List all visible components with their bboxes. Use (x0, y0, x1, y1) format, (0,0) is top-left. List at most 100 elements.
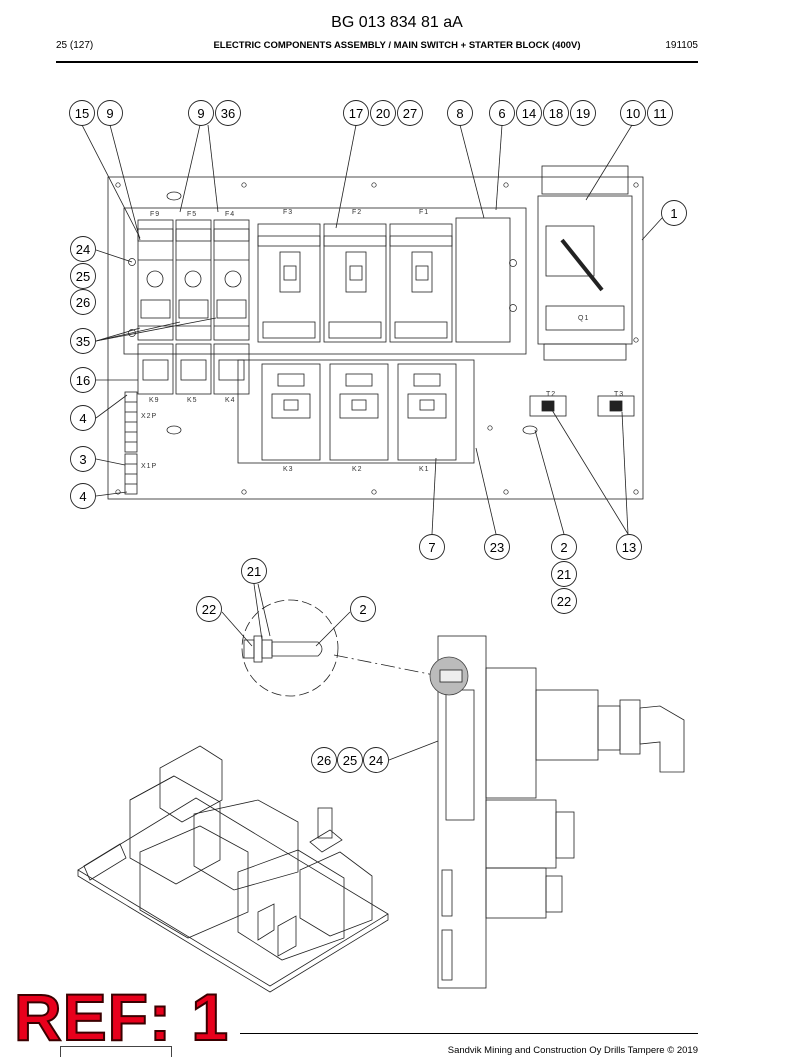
copyright-notice: Sandvik Mining and Construction Oy Drill… (447, 1045, 698, 1056)
label-t3: T3 (614, 391, 624, 398)
terminal-strip-x1p (124, 453, 138, 495)
callout-6: 6 (489, 100, 515, 126)
callout-20: 20 (370, 100, 396, 126)
callout-2: 2 (551, 534, 577, 560)
label-x1p: X1P (141, 463, 157, 470)
transformer-t3 (597, 395, 635, 417)
callout-4: 4 (70, 483, 96, 509)
breaker-f5 (175, 219, 212, 341)
breaker-f1 (389, 223, 453, 343)
isometric-view (77, 745, 389, 993)
ref-stamp: REF: 1 (13, 980, 230, 1054)
callout-16: 16 (70, 367, 96, 393)
callout-10: 10 (620, 100, 646, 126)
plate-holes (115, 182, 639, 495)
logo-fragment (60, 1046, 172, 1057)
cable-grommets (166, 191, 538, 435)
svg-text:7: 7 (428, 540, 435, 555)
label-k9: K9 (149, 397, 160, 404)
callout-24: 24 (363, 747, 389, 773)
svg-text:24: 24 (76, 242, 90, 257)
terminal-strip-x2p (124, 391, 138, 453)
relay-k5 (175, 343, 212, 395)
callout-4: 4 (70, 405, 96, 431)
callout-21: 21 (241, 558, 267, 584)
svg-text:35: 35 (76, 334, 90, 349)
label-f3: F3 (283, 209, 293, 216)
svg-text:21: 21 (557, 567, 571, 582)
svg-text:25: 25 (343, 753, 357, 768)
callout-18: 18 (543, 100, 569, 126)
callout-22: 22 (196, 596, 222, 622)
svg-text:22: 22 (202, 602, 216, 617)
svg-text:16: 16 (76, 373, 90, 388)
callout-24: 24 (70, 236, 96, 262)
svg-text:26: 26 (317, 753, 331, 768)
leader-lines (81, 124, 663, 761)
label-f2: F2 (352, 209, 362, 216)
callout-26: 26 (70, 289, 96, 315)
callout-23: 23 (484, 534, 510, 560)
svg-text:4: 4 (79, 489, 86, 504)
callout-27: 27 (397, 100, 423, 126)
label-f4: F4 (225, 211, 235, 218)
contactor-k1 (397, 363, 457, 461)
contactor-rail-plate (237, 359, 475, 464)
svg-text:24: 24 (369, 753, 383, 768)
footer-rule (240, 1033, 698, 1034)
svg-text:11: 11 (653, 106, 667, 121)
svg-text:13: 13 (622, 540, 636, 555)
label-k5: K5 (187, 397, 198, 404)
upper-sub-plate (123, 207, 527, 355)
contactor-k2 (329, 363, 389, 461)
callout-9: 9 (188, 100, 214, 126)
svg-text:14: 14 (522, 106, 536, 121)
label-k3: K3 (283, 466, 294, 473)
svg-text:2: 2 (560, 540, 567, 555)
callout-15: 15 (69, 100, 95, 126)
svg-text:8: 8 (456, 106, 463, 121)
svg-text:20: 20 (376, 106, 390, 121)
callout-36: 36 (215, 100, 241, 126)
label-f5: F5 (187, 211, 197, 218)
transformer-t2 (529, 395, 567, 417)
terminal-cover (455, 217, 511, 343)
svg-text:9: 9 (197, 106, 204, 121)
svg-text:23: 23 (490, 540, 504, 555)
svg-text:3: 3 (79, 452, 86, 467)
breaker-f4 (213, 219, 250, 341)
callout-22: 22 (551, 588, 577, 614)
callout-21: 21 (551, 561, 577, 587)
svg-text:18: 18 (549, 106, 563, 121)
callout-8: 8 (447, 100, 473, 126)
contactor-k3 (261, 363, 321, 461)
callout-25: 25 (337, 747, 363, 773)
svg-text:26: 26 (76, 295, 90, 310)
label-k1: K1 (419, 466, 430, 473)
callout-17: 17 (343, 100, 369, 126)
svg-text:10: 10 (626, 106, 640, 121)
breaker-f3 (257, 223, 321, 343)
svg-text:22: 22 (557, 594, 571, 609)
svg-text:36: 36 (221, 106, 235, 121)
callout-25: 25 (70, 263, 96, 289)
detail-view (241, 599, 435, 697)
callout-9: 9 (97, 100, 123, 126)
svg-text:15: 15 (75, 106, 89, 121)
svg-text:6: 6 (498, 106, 505, 121)
svg-text:9: 9 (106, 106, 113, 121)
svg-text:25: 25 (76, 269, 90, 284)
label-q1: Q1 (578, 315, 589, 322)
side-view (429, 635, 685, 989)
main-switch-q1 (537, 165, 633, 361)
callout-3: 3 (70, 446, 96, 472)
page-number: 25 (127) (56, 40, 94, 51)
page-title: ELECTRIC COMPONENTS ASSEMBLY / MAIN SWIT… (213, 40, 581, 51)
svg-text:17: 17 (349, 106, 363, 121)
callout-35: 35 (70, 328, 96, 354)
svg-text:19: 19 (576, 106, 590, 121)
document-number: BG 013 834 81 aA (331, 14, 463, 31)
breaker-f2 (323, 223, 387, 343)
callout-13: 13 (616, 534, 642, 560)
svg-text:1: 1 (670, 206, 677, 221)
